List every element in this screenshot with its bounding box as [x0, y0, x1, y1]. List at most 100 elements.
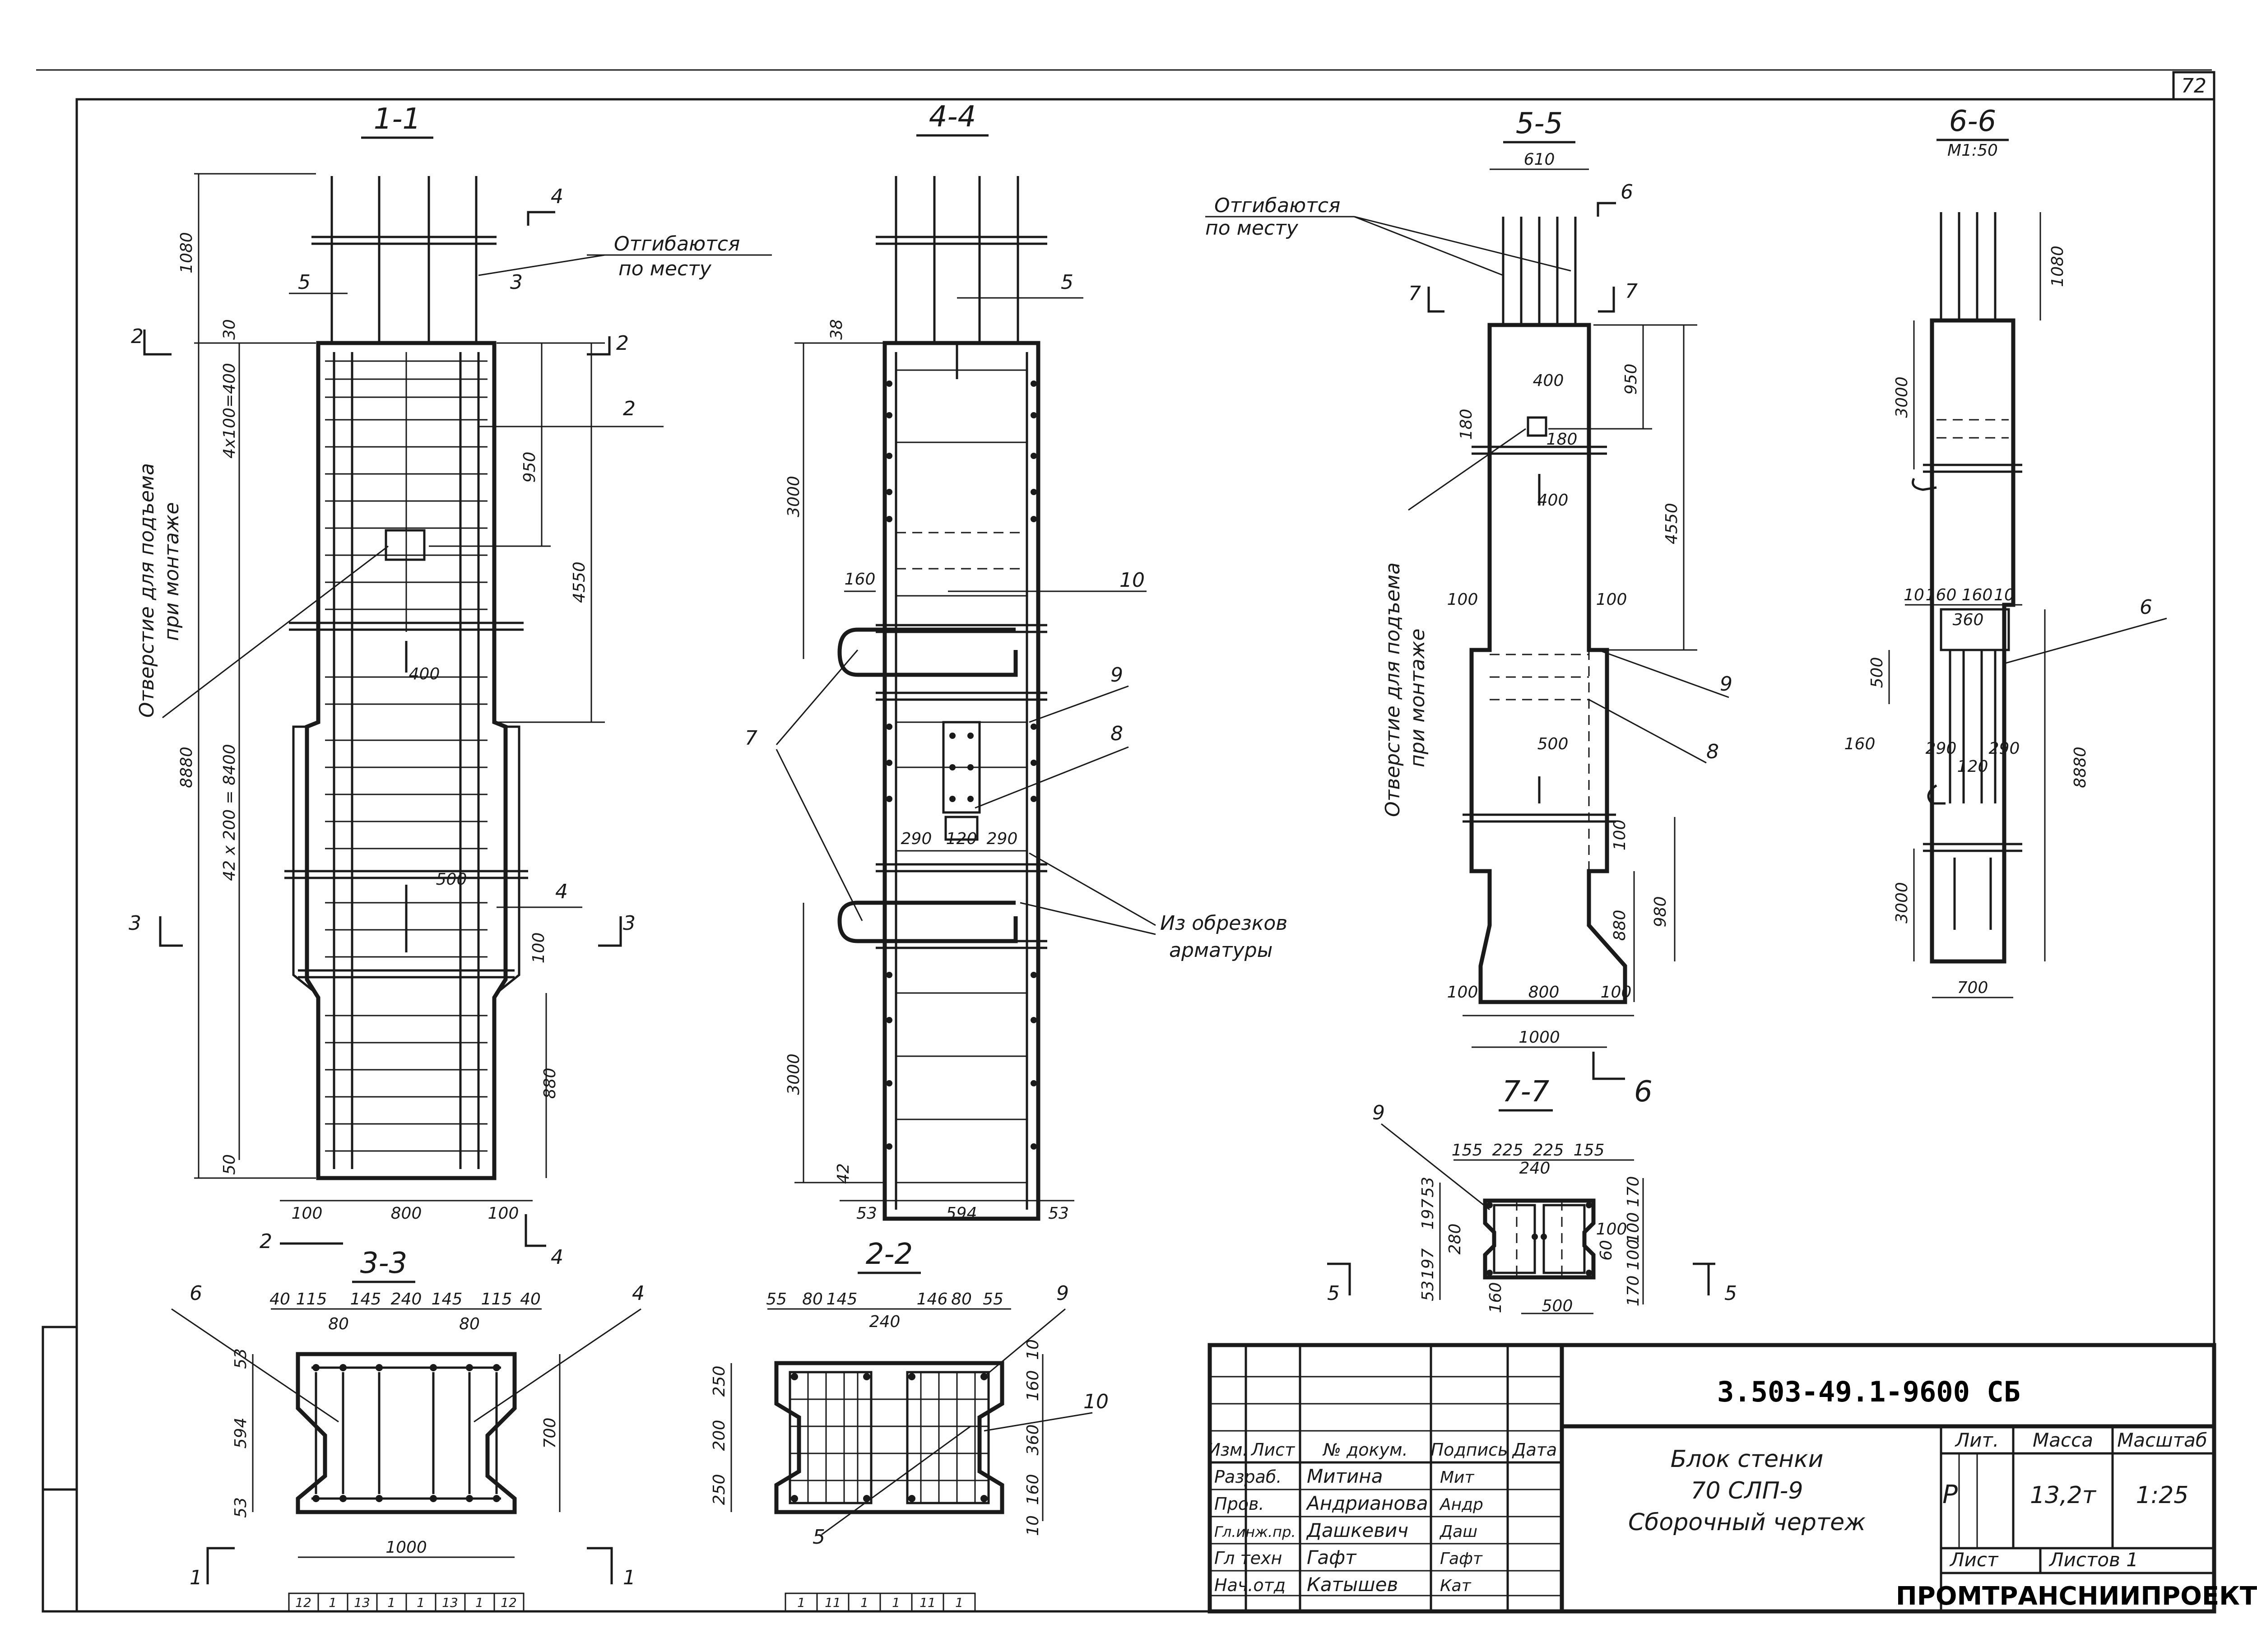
signature: Даш: [1439, 1522, 1477, 1541]
dim-1-1-b100b: 100: [488, 1204, 519, 1223]
dim-1-1-pitch-top: 4x100=400: [220, 363, 239, 459]
callout-9: 9: [1110, 664, 1123, 687]
marker-2-bottom: 2: [260, 1230, 272, 1253]
section-7-7: 155 225 225 155 240 53 197 280 197 53 17…: [1327, 1101, 1737, 1315]
scale-value: 1:25: [2136, 1482, 2189, 1509]
callout-7-7-9: 9: [1372, 1101, 1385, 1124]
title-line2: 70 СЛП-9: [1690, 1477, 1803, 1504]
organization: ПРОМТРАНСНИИПРОЕКТ: [1896, 1582, 2257, 1611]
dim-7-7-l280: 280: [1446, 1224, 1464, 1255]
dim-7-7-m60: 60: [1597, 1240, 1616, 1261]
callout-5-5-8: 8: [1706, 740, 1719, 763]
bar-cell-3-3: 1: [329, 1595, 337, 1610]
note-hole-5-5-line2: при монтаже: [1406, 629, 1429, 767]
callout-7: 7: [745, 727, 757, 750]
dim-5-5-400a: 400: [1533, 371, 1564, 390]
note-bent-1-1-line1: Отгибаются: [614, 232, 740, 255]
dim-1-1-pitch-main: 42 x 200 = 8400: [220, 744, 239, 881]
lit-value: Р: [1942, 1480, 1958, 1509]
section-title-1-1: 1-1: [374, 102, 421, 136]
dim-6-6-500: 500: [1868, 657, 1886, 688]
dim-2-2-t55b: 55: [983, 1290, 1003, 1309]
dim-3-3-t115a: 115: [296, 1290, 327, 1309]
dim-3-3-t115b: 115: [481, 1290, 512, 1309]
sheets-label: Листов 1: [2048, 1549, 2138, 1571]
page-number: 72: [2181, 74, 2206, 97]
callout-4: 4: [555, 880, 568, 903]
dim-6-6-t10a: 10: [1904, 586, 1924, 604]
marker-1-left: 1: [190, 1566, 202, 1589]
person-name: Гафт: [1307, 1546, 1357, 1568]
dim-2-2-t80a: 80: [802, 1290, 823, 1309]
lifting-hole: [385, 529, 426, 561]
dim-7-7-t155b: 155: [1574, 1141, 1605, 1160]
marker-7-right: 7: [1625, 280, 1638, 303]
dim-4-4-38: 38: [827, 319, 846, 340]
dim-2-2-r360: 360: [1024, 1425, 1042, 1456]
marker-5-right: 5: [1724, 1282, 1737, 1305]
role: Нач.отд: [1214, 1575, 1286, 1595]
col-izm: Изм.: [1207, 1440, 1248, 1460]
callout-8: 8: [1110, 722, 1123, 745]
dim-1-1-400: 400: [409, 665, 440, 683]
section-2-2: 2-2 55 80 145 240 146 80 55 250 200 250 …: [710, 1238, 1109, 1612]
col-doc: № докум.: [1322, 1440, 1407, 1460]
dim-5-5-4550: 4550: [1663, 503, 1681, 544]
person-name: Дашкевич: [1306, 1519, 1408, 1541]
col-sign: Подпись: [1431, 1440, 1508, 1460]
person-name: Андрианова: [1305, 1492, 1428, 1514]
note-hole-5-5-line1: Отверстие для подъема: [1381, 562, 1404, 817]
role: Гл техн: [1214, 1548, 1282, 1568]
note-bent-5-5-line2: по месту: [1205, 217, 1299, 240]
dim-7-7-m100: 100: [1596, 1220, 1627, 1239]
note-hole-1-1-line2: при монтаже: [160, 502, 183, 641]
bar-cell-2-2: 11: [825, 1595, 841, 1610]
mass-value: 13,2т: [2030, 1482, 2097, 1509]
dim-2-2-l250b: 250: [710, 1474, 729, 1505]
dim-5-5-b100a: 100: [1447, 983, 1478, 1002]
callout-3: 3: [510, 271, 523, 294]
dim-4-4-42: 42: [834, 1163, 853, 1184]
note-scrap-line1: Из обрезков: [1160, 912, 1287, 935]
dim-7-7-r170a: 170: [1624, 1176, 1643, 1207]
dim-6-6-290b: 290: [1989, 739, 2020, 758]
dim-1-1-total: 8880: [177, 747, 196, 788]
dim-5-5-100c: 100: [1611, 820, 1629, 851]
person-name: Катышев: [1307, 1573, 1398, 1596]
section-6-6-scale: M1:50: [1947, 141, 1998, 160]
dim-4-4-3000a: 3000: [785, 476, 803, 517]
loop-bar-lower: [837, 900, 1018, 943]
dim-6-6-t360: 360: [1953, 611, 1984, 629]
dim-1-1-b100a: 100: [292, 1204, 323, 1223]
dim-3-3-t145a: 145: [350, 1290, 381, 1309]
dim-2-2-l200: 200: [710, 1420, 729, 1451]
dim-7-7-l53b: 53: [1419, 1281, 1437, 1301]
dim-6-6-120: 120: [1957, 757, 1988, 776]
callout-3-3-6: 6: [190, 1282, 202, 1305]
plate-6-6: [1940, 608, 2010, 651]
col-date: Дата: [1512, 1440, 1557, 1460]
dim-5-5-180b: 180: [1546, 430, 1578, 449]
dim-3-3-b1000: 1000: [385, 1538, 427, 1557]
note-bent-5-5-line1: Отгибаются: [1214, 194, 1340, 217]
dim-3-3-r700: 700: [541, 1418, 559, 1449]
section-title-2-2: 2-2: [866, 1238, 913, 1271]
bar-cell-2-2: 1: [860, 1595, 868, 1610]
callout-2-2-9: 9: [1056, 1282, 1069, 1305]
scale-label: Масштаб: [2117, 1429, 2207, 1451]
marker-6-bottom: 6: [1634, 1075, 1653, 1109]
dim-6-6-t160b: 160: [1962, 586, 1993, 604]
col-list: Лист: [1250, 1440, 1296, 1460]
dim-5-5-b100b: 100: [1601, 983, 1632, 1002]
callout-2-2-10: 10: [1083, 1390, 1109, 1413]
dim-7-7-b500: 500: [1542, 1297, 1573, 1315]
title-line1: Блок стенки: [1671, 1446, 1824, 1473]
dim-1-1-500: 500: [436, 870, 467, 889]
signature: Мит: [1440, 1468, 1474, 1487]
dim-3-3-t145b: 145: [432, 1290, 463, 1309]
dim-2-2-t80b: 80: [951, 1290, 972, 1309]
mass-label: Масса: [2033, 1429, 2093, 1451]
marker-1-right: 1: [623, 1566, 636, 1589]
dim-7-7-b160: 160: [1486, 1282, 1505, 1313]
